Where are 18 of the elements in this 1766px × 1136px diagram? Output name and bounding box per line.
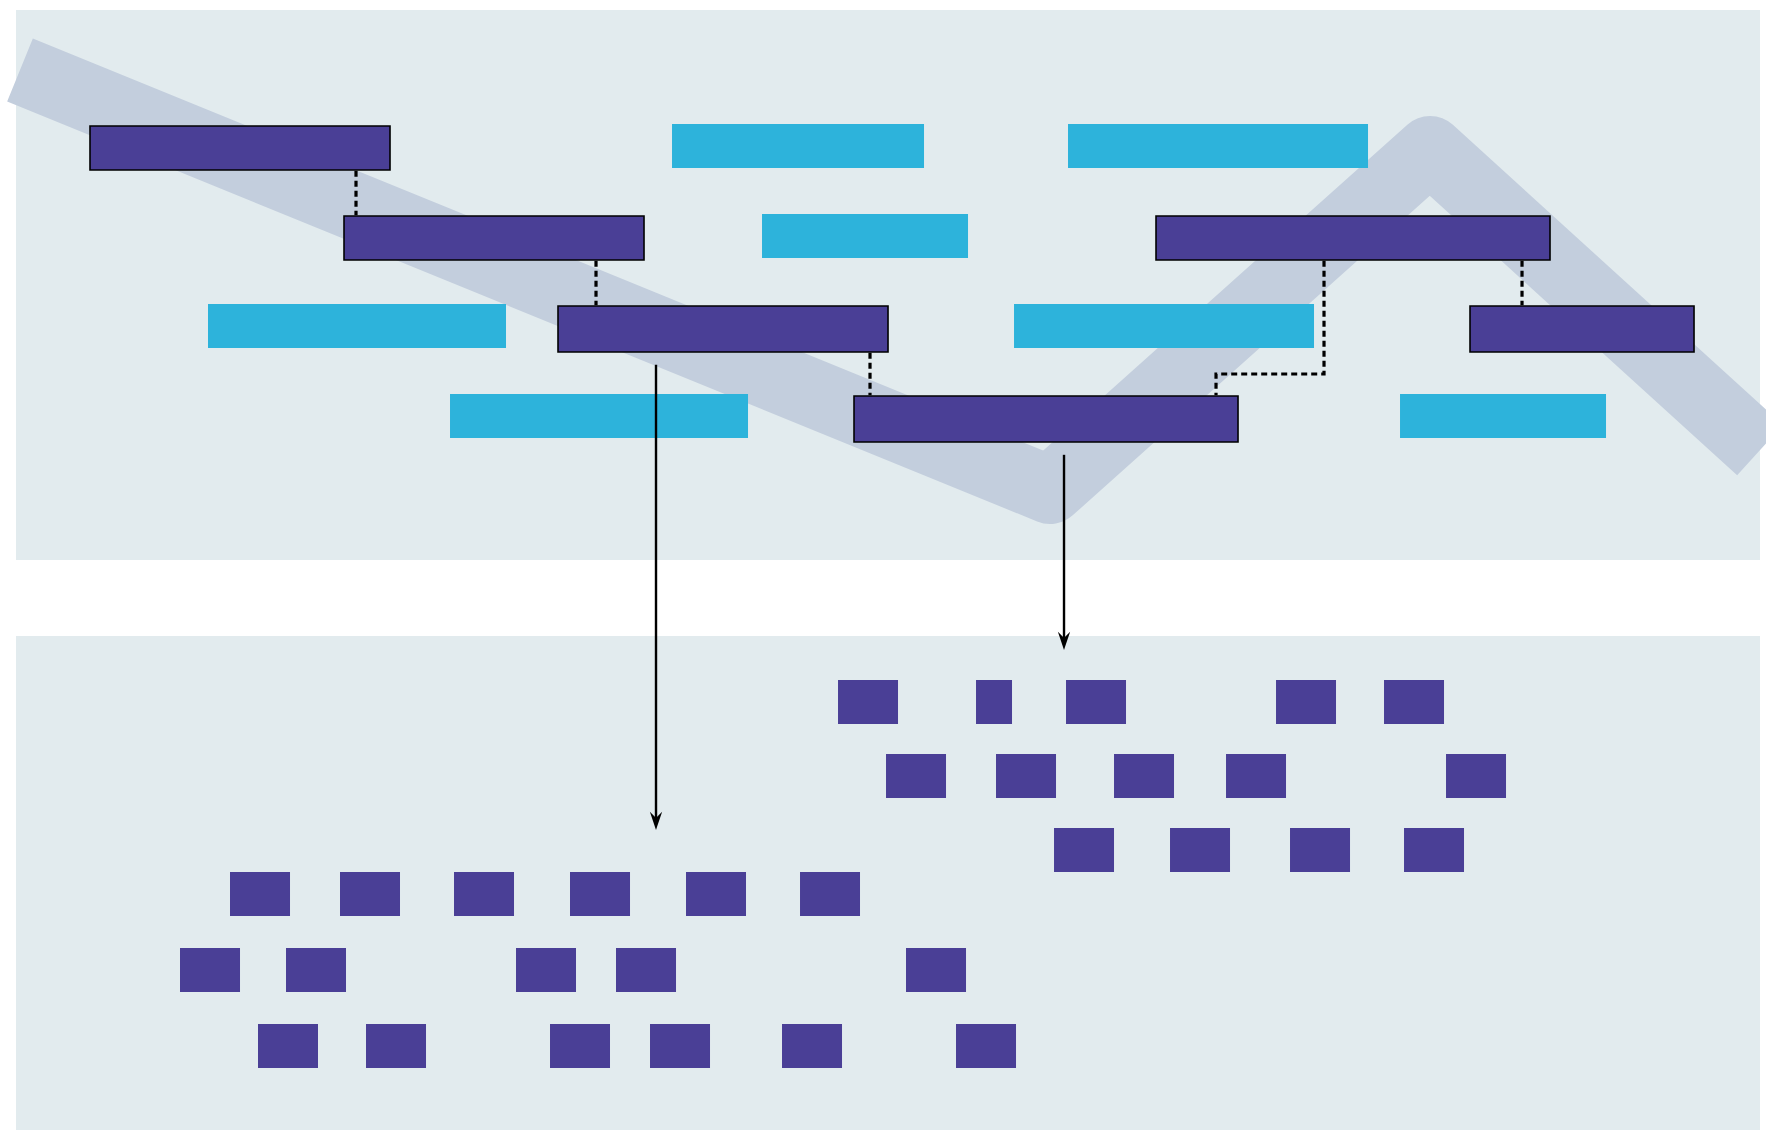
task-bar xyxy=(208,304,506,348)
task-bar xyxy=(672,124,924,168)
task-bar xyxy=(1068,124,1368,168)
task-bar xyxy=(1400,394,1606,438)
critical-task-bar xyxy=(343,215,645,261)
dependency-line xyxy=(1520,260,1524,306)
task-bar xyxy=(762,214,968,258)
critical-task-bar xyxy=(853,395,1239,443)
critical-task-bar xyxy=(89,125,391,171)
dependency-line xyxy=(354,170,358,216)
dependency-line xyxy=(868,352,872,396)
task-bar xyxy=(1014,304,1314,348)
critical-task-bar xyxy=(1155,215,1551,261)
dependency-line xyxy=(1214,260,1326,396)
dependency-line xyxy=(594,260,598,306)
critical-task-bar xyxy=(1469,305,1695,353)
task-bar xyxy=(450,394,748,438)
critical-task-bar xyxy=(557,305,889,353)
